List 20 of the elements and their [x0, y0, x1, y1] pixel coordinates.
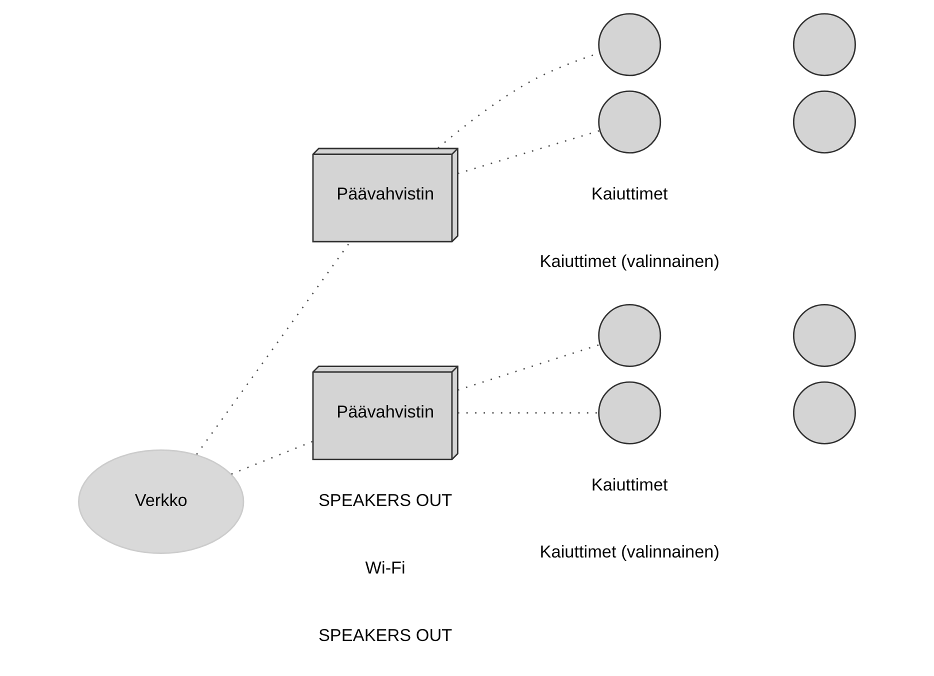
label: Kaiuttimet (valinnainen) [540, 542, 720, 562]
connector [196, 241, 351, 455]
node-circle [792, 381, 856, 444]
node-circle [598, 304, 662, 368]
node-ellipse: Verkko [78, 449, 244, 554]
connector [231, 440, 314, 475]
label: SPEAKERS OUT [318, 624, 452, 645]
node-circle [598, 90, 662, 154]
node-circle [792, 304, 856, 368]
node-circle [792, 90, 856, 154]
connector [458, 344, 600, 391]
node-circle [792, 13, 856, 76]
label: SPEAKERS OUT [318, 490, 452, 510]
label: Wi-Fi [365, 557, 406, 578]
label: Kaiuttimet [591, 474, 668, 494]
node-circle [598, 381, 662, 444]
node-circle [598, 13, 662, 76]
label: Kaiuttimet [591, 184, 668, 204]
label: Kaiuttimet (valinnainen) [540, 250, 720, 271]
connector [458, 130, 600, 174]
